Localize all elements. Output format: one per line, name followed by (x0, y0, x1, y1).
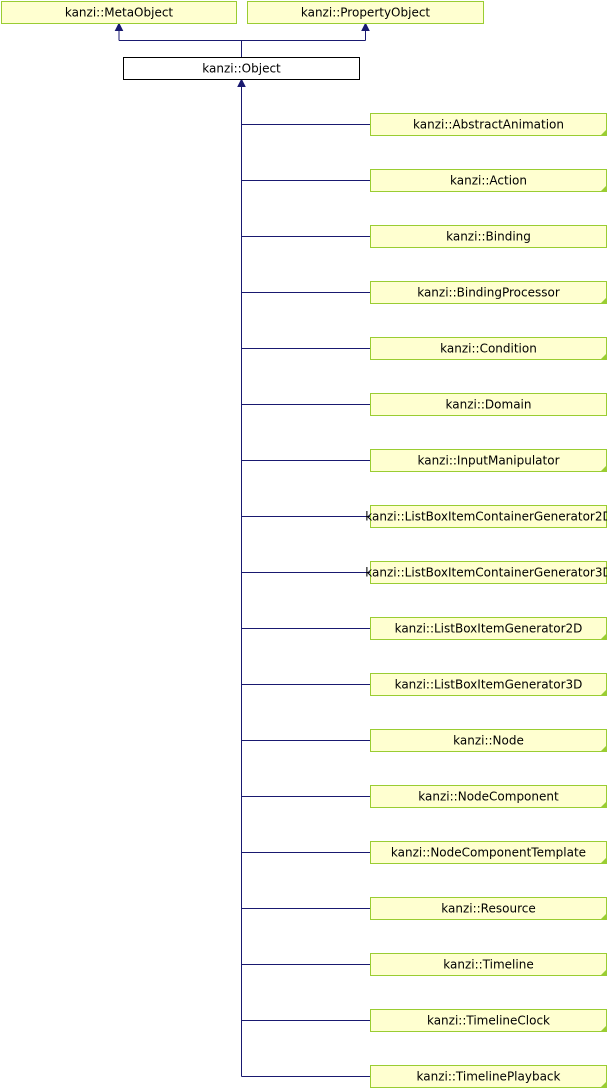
class-node-list-box-item-container-generator2-d[interactable]: kanzi::ListBoxItemContainerGenerator2D (365, 505, 607, 528)
class-node-resource-label: kanzi::Resource (441, 902, 535, 916)
class-node-binding-label: kanzi::Binding (446, 230, 531, 244)
class-node-list-box-item-generator2-d[interactable]: kanzi::ListBoxItemGenerator2D (370, 617, 607, 640)
class-node-timeline-playback-more-indicator (600, 1081, 607, 1088)
class-node-node-label: kanzi::Node (453, 734, 524, 748)
class-node-node-component-template-more-indicator (600, 857, 607, 864)
class-node-binding-processor-more-indicator (600, 297, 607, 304)
class-node-input-manipulator[interactable]: kanzi::InputManipulator (370, 449, 607, 472)
class-node-domain-label: kanzi::Domain (446, 398, 532, 412)
class-node-list-box-item-container-generator3-d[interactable]: kanzi::ListBoxItemContainerGenerator3D (365, 561, 607, 584)
class-node-timeline-more-indicator (600, 969, 607, 976)
class-node-condition[interactable]: kanzi::Condition (370, 337, 607, 360)
class-node-action[interactable]: kanzi::Action (370, 169, 607, 192)
class-node-binding[interactable]: kanzi::Binding (370, 225, 607, 248)
class-node-input-manipulator-more-indicator (600, 465, 607, 472)
class-node-node-component-label: kanzi::NodeComponent (418, 790, 559, 804)
class-node-timeline-clock-label: kanzi::TimelineClock (427, 1014, 550, 1028)
class-node-action-label: kanzi::Action (450, 174, 527, 188)
class-node-resource[interactable]: kanzi::Resource (370, 897, 607, 920)
class-node-property-object-box[interactable] (247, 1, 484, 24)
class-node-timeline-clock[interactable]: kanzi::TimelineClock (370, 1009, 607, 1032)
class-node-property-object[interactable]: kanzi::PropertyObject (247, 1, 484, 24)
class-node-timeline[interactable]: kanzi::Timeline (370, 953, 607, 976)
class-node-domain[interactable]: kanzi::Domain (370, 393, 607, 416)
class-node-node-more-indicator (600, 745, 607, 752)
class-node-node-component-more-indicator (600, 801, 607, 808)
class-node-timeline-label: kanzi::Timeline (443, 958, 533, 972)
class-node-meta-object-label: kanzi::MetaObject (65, 6, 174, 20)
class-node-action-more-indicator (600, 185, 607, 192)
arrow-to-metaobject (114, 22, 124, 31)
arrow-to-propertyobject (361, 22, 370, 31)
class-node-list-box-item-generator3-d-label: kanzi::ListBoxItemGenerator3D (395, 678, 583, 692)
class-node-node-component-template-label: kanzi::NodeComponentTemplate (391, 846, 586, 860)
class-node-timeline-clock-more-indicator (600, 1025, 607, 1032)
class-node-node-component[interactable]: kanzi::NodeComponent (370, 785, 607, 808)
class-node-abstract-animation-more-indicator (600, 129, 607, 136)
class-node-abstract-animation[interactable]: kanzi::AbstractAnimation (370, 113, 607, 136)
class-node-condition-more-indicator (600, 353, 607, 360)
class-node-list-box-item-generator2-d-more-indicator (600, 633, 607, 640)
class-node-binding-processor-label: kanzi::BindingProcessor (417, 286, 560, 300)
class-node-object: kanzi::Object (123, 57, 360, 80)
class-node-node-component-template[interactable]: kanzi::NodeComponentTemplate (370, 841, 607, 864)
class-node-timeline-playback[interactable]: kanzi::TimelinePlayback (370, 1065, 607, 1088)
class-node-meta-object-box[interactable] (1, 1, 237, 24)
class-node-object-box (123, 57, 360, 80)
inheritance-edges (114, 22, 371, 1077)
class-node-list-box-item-generator2-d-label: kanzi::ListBoxItemGenerator2D (395, 622, 583, 636)
class-node-list-box-item-container-generator3-d-label: kanzi::ListBoxItemContainerGenerator3D (365, 566, 607, 580)
class-node-abstract-animation-label: kanzi::AbstractAnimation (413, 118, 564, 132)
class-node-condition-label: kanzi::Condition (440, 342, 537, 356)
class-node-resource-more-indicator (600, 913, 607, 920)
class-node-node[interactable]: kanzi::Node (370, 729, 607, 752)
class-node-binding-processor[interactable]: kanzi::BindingProcessor (370, 281, 607, 304)
class-node-timeline-playback-label: kanzi::TimelinePlayback (417, 1070, 561, 1084)
class-node-input-manipulator-label: kanzi::InputManipulator (417, 454, 559, 468)
arrow-to-object (237, 78, 246, 87)
class-node-list-box-item-generator3-d-more-indicator (600, 689, 607, 696)
class-node-list-box-item-container-generator2-d-label: kanzi::ListBoxItemContainerGenerator2D (365, 510, 607, 524)
class-node-property-object-label: kanzi::PropertyObject (301, 6, 431, 20)
class-node-list-box-item-generator3-d[interactable]: kanzi::ListBoxItemGenerator3D (370, 673, 607, 696)
class-node-object-label: kanzi::Object (202, 62, 281, 76)
class-node-meta-object[interactable]: kanzi::MetaObject (1, 1, 237, 24)
